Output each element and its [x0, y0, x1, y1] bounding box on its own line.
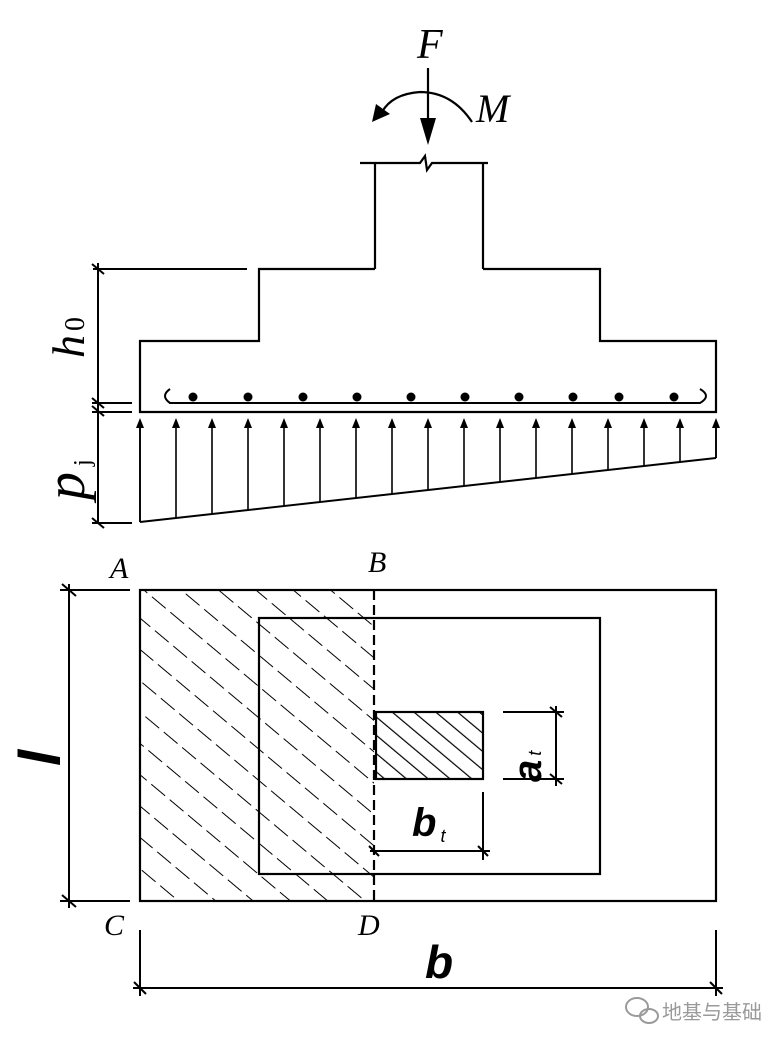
column-plan: [374, 710, 485, 781]
pressure-arrow-head: [172, 418, 180, 428]
watermark-text: 地基与基础: [662, 1000, 762, 1024]
pressure-arrow-head: [532, 418, 540, 428]
pressure-arrow-head: [640, 418, 648, 428]
length-label: l: [8, 748, 73, 766]
pressure-arrow-head: [676, 418, 684, 428]
footing-plan-outline: [138, 588, 718, 903]
svg-text:pj: pj: [35, 459, 97, 504]
hatched-region-abcd: [140, 590, 374, 901]
pressure-arrow-head: [424, 418, 432, 428]
svg-text:at: at: [506, 750, 550, 782]
pressure-arrow-head: [208, 418, 216, 428]
rebar-line: [164, 388, 707, 404]
pressure-arrow-head: [604, 418, 612, 428]
elevation-view: [138, 153, 718, 414]
h0-dimension: [91, 263, 247, 529]
bt-dimension: [368, 792, 490, 860]
force-arrow: [420, 68, 436, 145]
moment-arrow: [372, 90, 473, 123]
pressure-arrow-head: [388, 418, 396, 428]
rebar-dots: [188, 392, 679, 402]
pressure-arrow-head: [712, 418, 720, 428]
pressure-arrows: [136, 418, 720, 522]
pressure-arrow-head: [568, 418, 576, 428]
at-label: at: [506, 750, 550, 782]
pressure-arrow-head: [280, 418, 288, 428]
pressure-arrow-head: [352, 418, 360, 428]
pressure-arrow-head: [244, 418, 252, 428]
pressure-arrow-head: [136, 418, 144, 428]
pj-label: pj: [35, 459, 97, 504]
force-label: F: [416, 22, 443, 68]
width-label: b: [425, 936, 453, 988]
corner-c-label: C: [104, 909, 125, 942]
moment-label: M: [475, 86, 512, 131]
pressure-arrow-head: [460, 418, 468, 428]
svg-text:l: l: [8, 748, 73, 766]
footing-outline: [138, 267, 718, 414]
wechat-icon: [625, 997, 659, 1024]
corner-a-label: A: [108, 552, 129, 585]
pressure-arrow-head: [316, 418, 324, 428]
corner-b-label: B: [368, 546, 386, 579]
h0-label: h0: [43, 317, 94, 358]
b-dimension: [133, 930, 723, 996]
column-break-line: [360, 153, 488, 173]
watermark: 地基与基础: [625, 997, 762, 1024]
step-plan-outline: [257, 616, 602, 876]
corner-d-label: D: [357, 909, 380, 942]
pressure-arrow-head: [496, 418, 504, 428]
at-dimension: [503, 706, 564, 786]
svg-text:h0: h0: [43, 317, 94, 358]
plan-view: [138, 588, 718, 903]
l-dimension: [60, 583, 130, 908]
